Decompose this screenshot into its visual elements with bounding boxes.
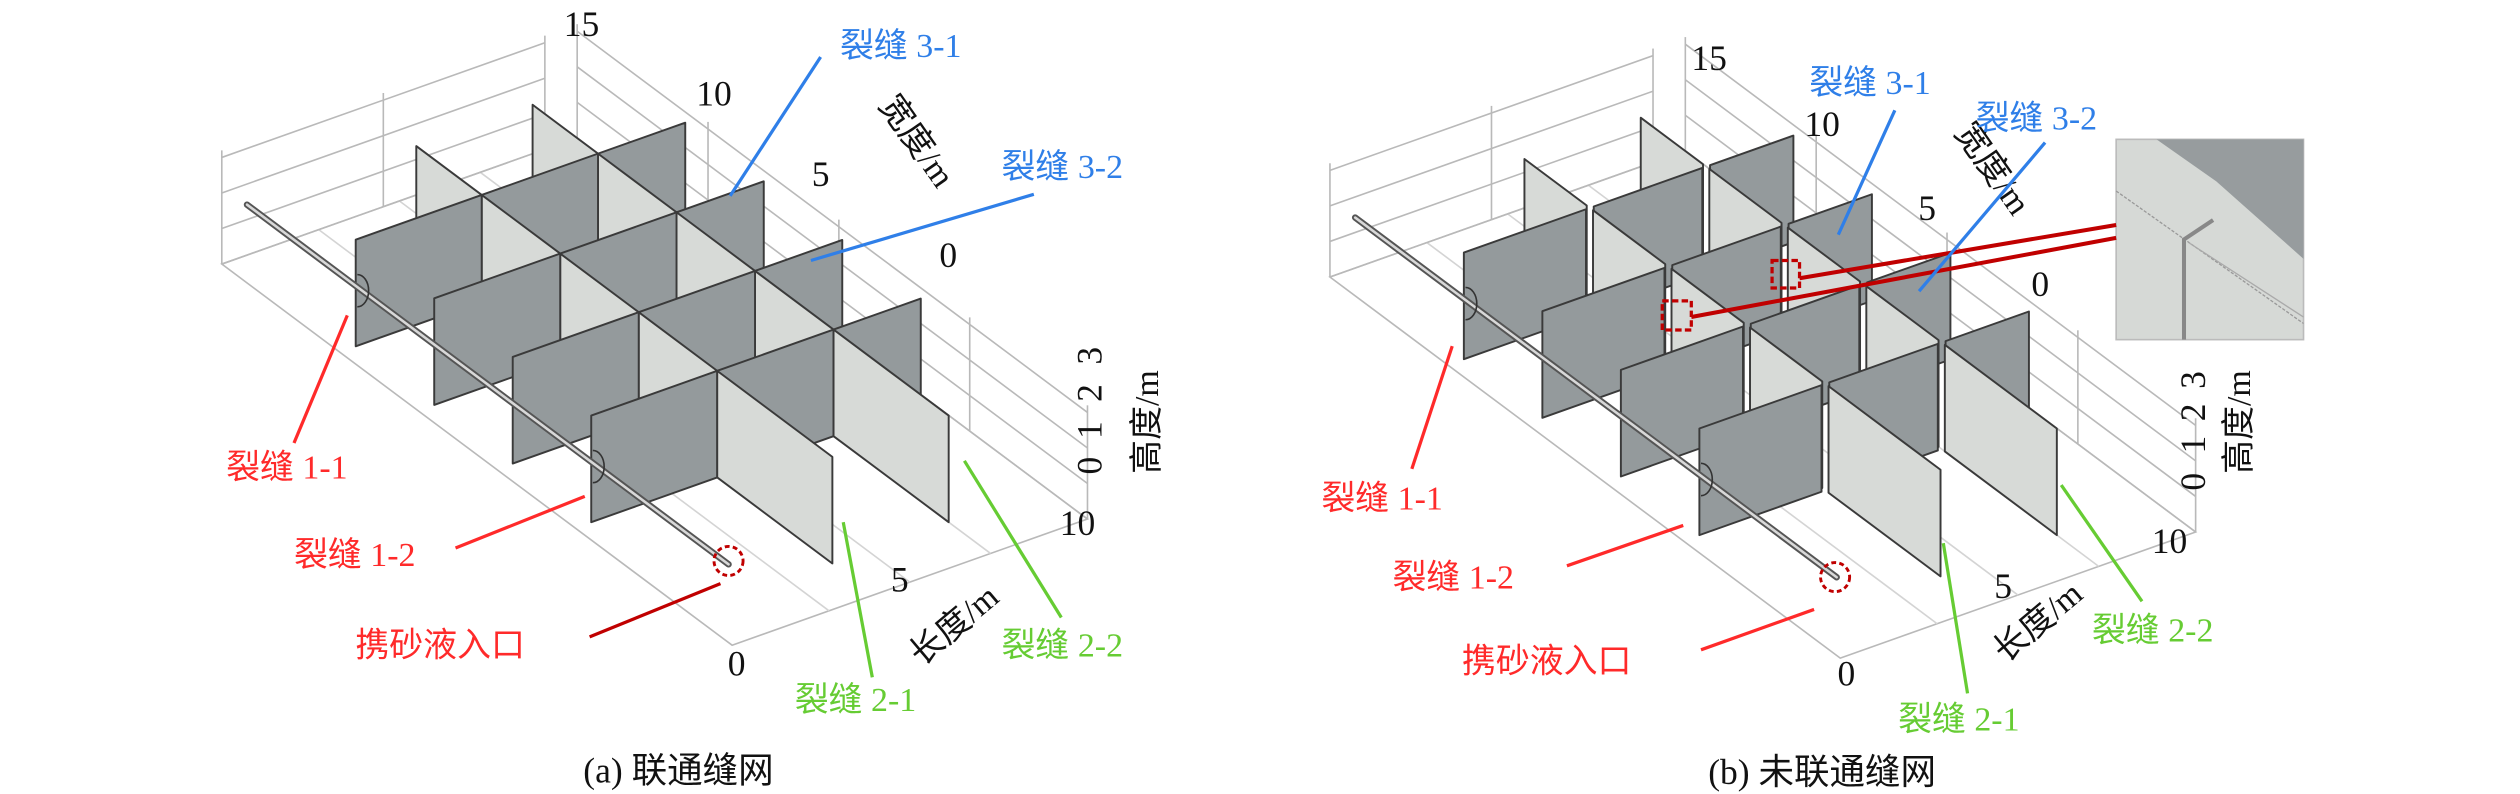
label-fracture-1-1: 裂缝 1-1	[226, 449, 348, 487]
height-tick: 3	[2173, 371, 2213, 389]
zoom-markers	[1660, 222, 2117, 332]
length-tick: 0	[728, 644, 746, 684]
inlet-marker	[1819, 561, 1852, 594]
leader-line	[454, 494, 586, 550]
zoom-marker-1	[1770, 258, 1802, 290]
zoom-inset	[2115, 138, 2305, 341]
perforation-icon	[1465, 286, 1478, 321]
leader-line	[841, 521, 874, 678]
fracture-2-1-segment	[716, 369, 834, 565]
leader-line	[810, 192, 1035, 263]
label-fracture-2-2: 裂缝 2-2	[1002, 626, 1124, 664]
zoom-leader-line	[1690, 235, 2117, 320]
label-fracture-1-2: 裂缝 1-2	[1392, 558, 1514, 596]
fracture-2-2-segment	[1943, 343, 2058, 537]
leader-line	[1917, 141, 2047, 293]
perforation-icon	[1700, 462, 1714, 497]
leader-line	[1410, 345, 1454, 470]
width-tick: 15	[564, 4, 600, 44]
width-tick: 0	[2031, 264, 2049, 304]
leader-line	[1836, 109, 1897, 236]
width-tick: 5	[812, 154, 830, 194]
width-tick: 5	[1918, 188, 1936, 228]
perforation-icon	[592, 449, 605, 484]
leader-line	[589, 582, 722, 639]
fracture-2-2-segment	[832, 328, 950, 524]
length-tick: 5	[891, 560, 909, 600]
length-tick: 5	[1994, 566, 2012, 606]
label-fracture-1-2: 裂缝 1-2	[294, 536, 416, 574]
height-tick: 2	[2173, 403, 2213, 421]
wall-gridline	[576, 30, 1088, 414]
height-tick: 1	[2173, 436, 2213, 454]
height-tick: 3	[1070, 347, 1110, 365]
height-tick: 0	[1070, 457, 1110, 475]
length-tick: 10	[2152, 521, 2188, 561]
caption-b: (b) 未联通缝网	[1708, 752, 1936, 792]
inlet-marker	[712, 544, 745, 577]
leader-line	[728, 56, 822, 197]
perforation-icon	[357, 273, 370, 308]
length-tick: 0	[1838, 653, 1856, 693]
label-fracture-3-2: 裂缝 3-2	[1976, 100, 2097, 138]
width-tick: 10	[1804, 104, 1840, 144]
wall-gridline	[1684, 43, 2197, 426]
panel-b-annotations: 15 10 5 0 宽度/m 3 2 1 0 高度/m 0 5 10 长度/m …	[1321, 38, 2258, 792]
label-fracture-3-2: 裂缝 3-2	[1002, 148, 1124, 186]
height-axis-title: 高度/m	[2220, 370, 2258, 474]
label-fracture-3-1: 裂缝 3-1	[840, 27, 962, 65]
caption-a: (a) 联通缝网	[583, 750, 773, 790]
leader-line	[1941, 542, 1970, 694]
wellbore-pipe-highlight	[245, 203, 730, 566]
width-tick: 15	[1691, 38, 1727, 78]
fracture-2-1-segment	[1827, 385, 1942, 578]
label-fracture-2-2: 裂缝 2-2	[2092, 612, 2214, 650]
fracture-network-unconnected	[1328, 37, 2198, 660]
label-inlet: 携砂液入口	[355, 626, 525, 664]
fracture-network-connected	[220, 24, 1090, 647]
label-fracture-1-1: 裂缝 1-1	[1321, 479, 1443, 517]
wellbore-pipe-highlight	[1353, 216, 1838, 579]
leader-line	[2059, 484, 2144, 603]
label-fracture-3-1: 裂缝 3-1	[1809, 64, 1931, 102]
height-tick: 0	[2173, 473, 2213, 491]
zoom-leader-line	[1799, 222, 2117, 281]
label-fracture-2-1: 裂缝 2-1	[795, 681, 917, 719]
width-axis-title: 宽度/m	[872, 88, 963, 195]
leader-line	[1566, 523, 1684, 568]
label-inlet: 携砂液入口	[1462, 642, 1632, 680]
leader-line	[1700, 607, 1815, 652]
length-axis-title: 长度/m	[902, 577, 1006, 673]
width-tick: 0	[939, 235, 957, 275]
height-tick: 1	[1070, 421, 1110, 439]
height-axis-title: 高度/m	[1128, 370, 1166, 474]
label-fracture-2-1: 裂缝 2-1	[1898, 701, 2019, 739]
width-tick: 10	[696, 73, 732, 113]
height-tick: 2	[1070, 384, 1110, 402]
leader-line	[963, 459, 1063, 619]
length-tick: 10	[1060, 503, 1096, 543]
leader-line	[292, 314, 349, 444]
